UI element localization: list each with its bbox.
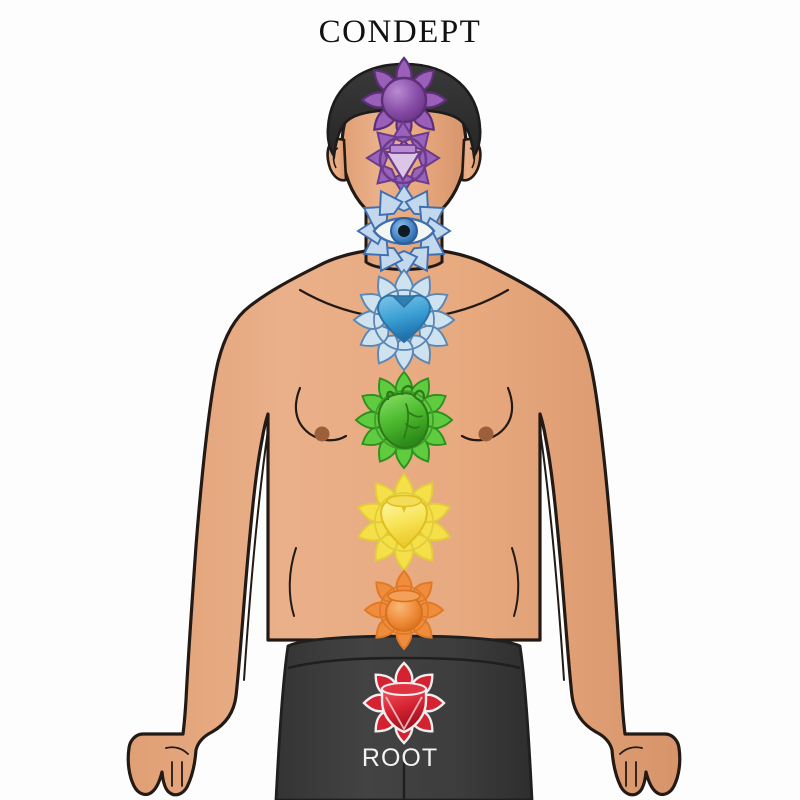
- root-cap: [381, 682, 427, 696]
- heart-aorta: [386, 385, 426, 401]
- root-inner-v: [385, 696, 423, 731]
- page-title: CONDEPT: [318, 14, 482, 50]
- arm-inner-left: [243, 429, 269, 681]
- pectoral-left: [294, 386, 348, 442]
- hand-left-detail: [165, 746, 189, 787]
- third-eye-chakra-upper[interactable]: [365, 120, 441, 196]
- root-chakra-label: ROOT: [361, 744, 439, 772]
- pectoral-right: [460, 386, 514, 442]
- root-shield: [380, 687, 428, 734]
- solar-plexus-ring: [374, 492, 434, 552]
- oblique-left: [288, 547, 297, 617]
- anatomical-heart: [377, 392, 430, 450]
- third-eye-upper-ring: [378, 135, 428, 185]
- arm-inner-right: [539, 429, 565, 681]
- oblique-right: [511, 547, 520, 617]
- sacral-ring: [379, 585, 429, 635]
- crown-chakra[interactable]: [360, 56, 448, 166]
- sacral-chakra[interactable]: [363, 569, 445, 651]
- heart-chakra[interactable]: [354, 370, 454, 470]
- throat-cap: [391, 295, 417, 309]
- nipple-right: [478, 426, 494, 442]
- solar-plexus-flame: [379, 499, 429, 550]
- third-eye-upper-bar: [389, 144, 417, 154]
- eye-pupil: [398, 225, 410, 237]
- third-eye-petals: [356, 183, 452, 279]
- root-chakra[interactable]: [362, 661, 446, 745]
- pants-waistband: [287, 656, 521, 670]
- throat-ring: [373, 289, 435, 351]
- nipple-left: [314, 426, 330, 442]
- solar-plexus-chakra[interactable]: [356, 472, 453, 572]
- sacral-crescent: [387, 589, 421, 603]
- throat-chakra[interactable]: [352, 268, 456, 372]
- third-eye-chakra-eye[interactable]: [356, 183, 452, 279]
- hand-right-detail: [619, 746, 643, 787]
- heart-vessels: [403, 403, 423, 439]
- crown-chakra-orb: [380, 76, 428, 124]
- solar-plexus-cap: [386, 494, 422, 508]
